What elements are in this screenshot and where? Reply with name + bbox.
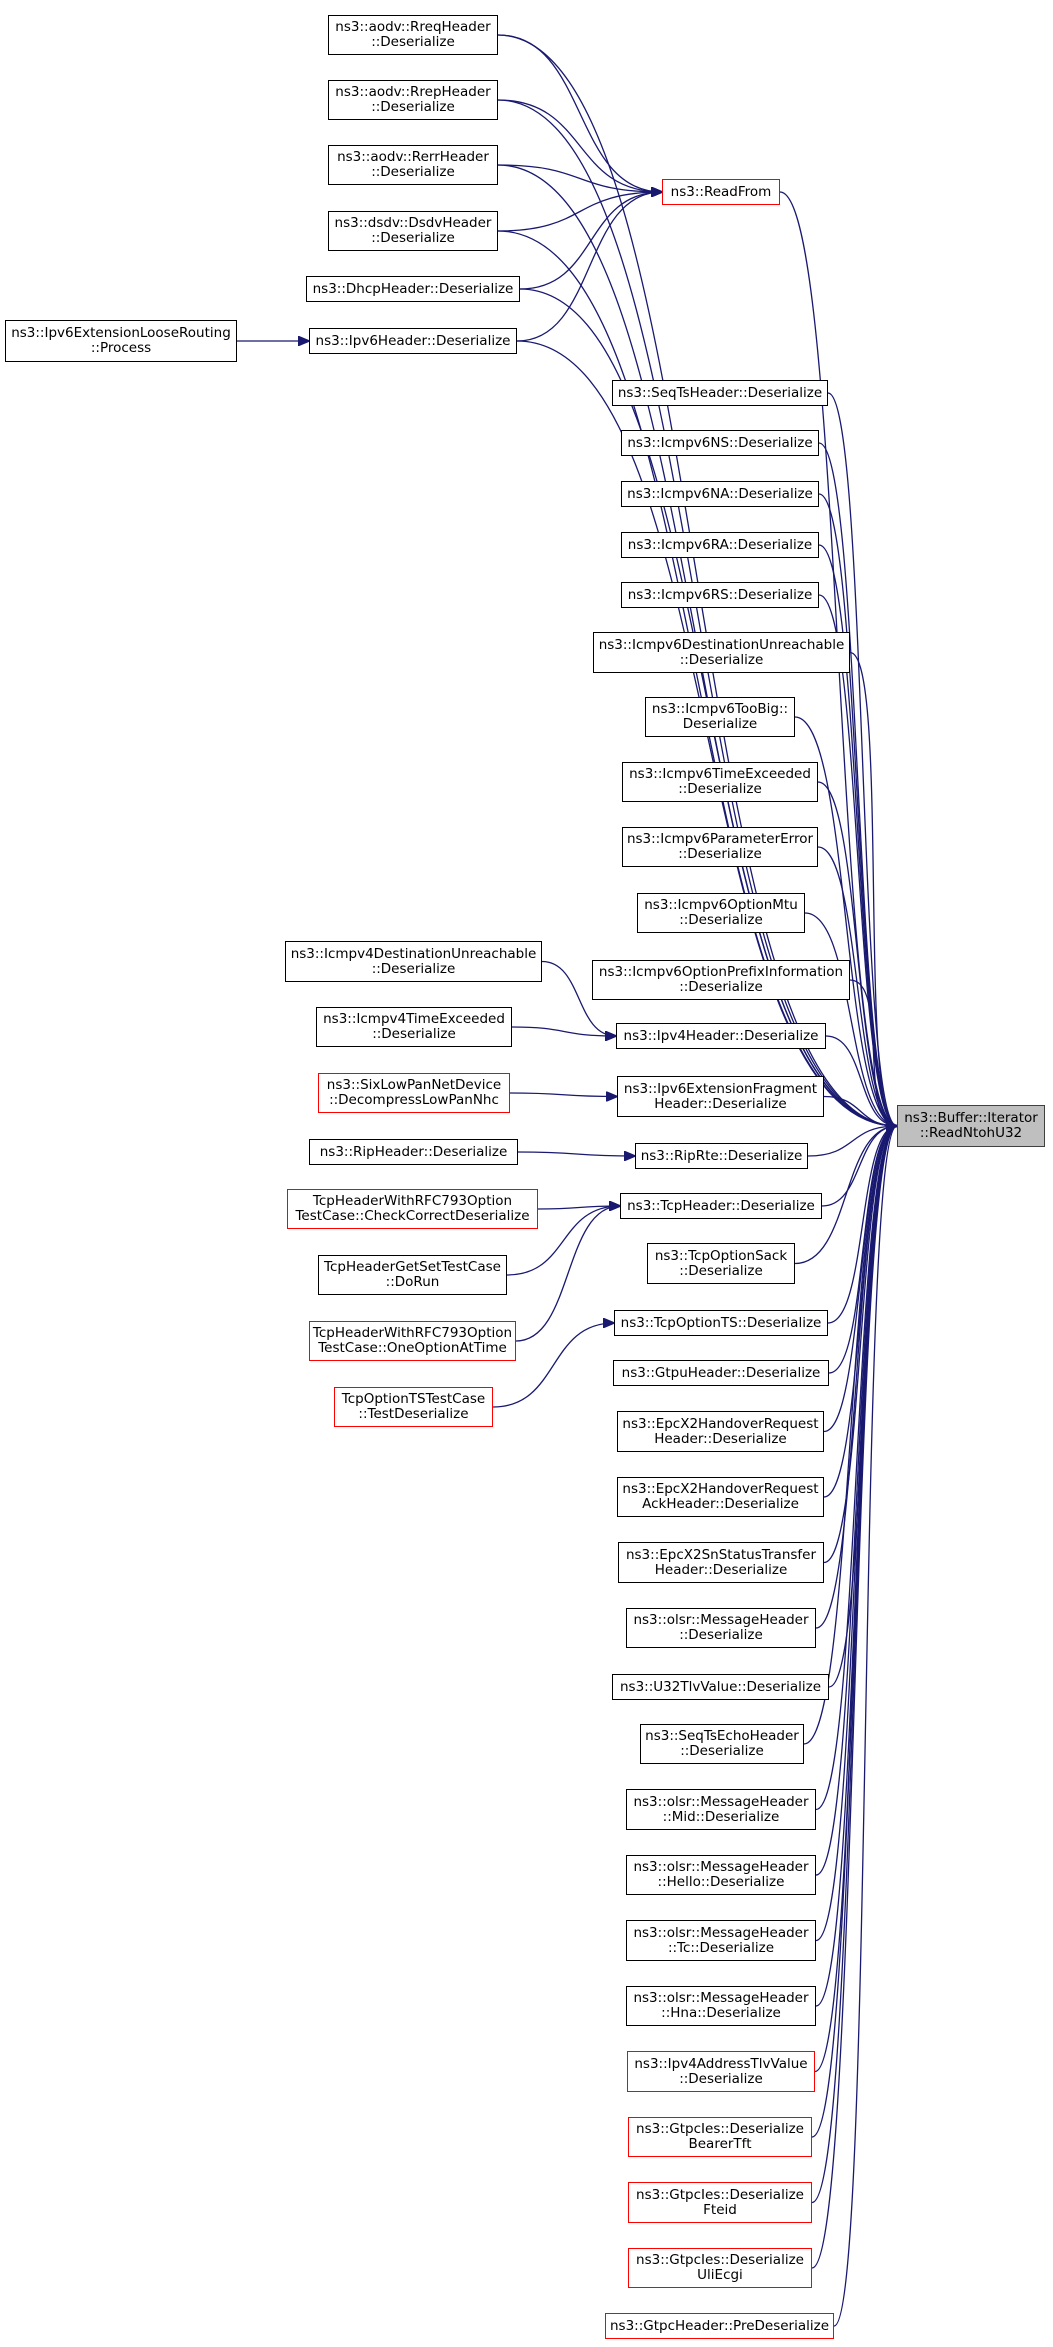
edge-icmpv6-param-error-to-readntohu32 [817, 846, 897, 1126]
edge-ipv6-header-to-readfrom [516, 192, 662, 342]
edge-seqts-to-readntohu32 [827, 392, 897, 1126]
node-rip-rte[interactable]: ns3::RipRte::Deserialize [635, 1143, 808, 1169]
node-tcp-option-sack[interactable]: ns3::TcpOptionSack ::Deserialize [647, 1243, 795, 1284]
node-gtpc-pre[interactable]: ns3::GtpcHeader::PreDeserialize [605, 2313, 834, 2339]
edge-olsr-hello-to-readntohu32 [815, 1126, 897, 1876]
node-ipv4-header[interactable]: ns3::Ipv4Header::Deserialize [616, 1023, 826, 1049]
edge-aodv-rreq-to-readfrom [497, 34, 662, 192]
node-rip-header[interactable]: ns3::RipHeader::Deserialize [309, 1139, 518, 1165]
edge-olsr-tc-to-readntohu32 [815, 1126, 897, 1942]
edge-tcp-rfc793-check-to-tcp-header [537, 1206, 620, 1209]
node-epc-ho-req[interactable]: ns3::EpcX2HandoverRequest Header::Deseri… [617, 1411, 824, 1452]
node-icmpv6ra[interactable]: ns3::Icmpv6RA::Deserialize [621, 532, 819, 558]
node-readntohu32: ns3::Buffer::Iterator ::ReadNtohU32 [897, 1105, 1045, 1147]
node-olsr-hna[interactable]: ns3::olsr::MessageHeader ::Hna::Deserial… [626, 1986, 816, 2026]
edge-dsdv-to-readfrom [497, 192, 662, 232]
edge-gtpc-pre-to-readntohu32 [833, 1126, 897, 2327]
edge-icmpv6-option-mtu-to-readntohu32 [804, 912, 897, 1126]
edge-epc-ho-req-to-readntohu32 [823, 1126, 897, 1433]
edge-rip-header-to-rip-rte [517, 1152, 635, 1156]
edge-icmpv6rs-to-readntohu32 [818, 594, 897, 1126]
edge-icmpv6-time-exceeded-to-readntohu32 [817, 781, 897, 1126]
edge-icmpv4-time-exceeded-to-ipv4-header [511, 1026, 616, 1036]
node-icmpv6ns[interactable]: ns3::Icmpv6NS::Deserialize [621, 430, 819, 456]
edge-ipv4-header-to-readntohu32 [825, 1035, 897, 1126]
edge-aodv-rerr-to-readfrom [497, 164, 662, 192]
node-seqts-echo[interactable]: ns3::SeqTsEchoHeader ::Deserialize [640, 1724, 804, 1764]
edge-rip-rte-to-readntohu32 [807, 1126, 897, 1157]
edge-gtpc-bearer-tft-to-readntohu32 [811, 1126, 897, 2138]
node-icmpv6-option-prefix[interactable]: ns3::Icmpv6OptionPrefixInformation ::Des… [592, 960, 850, 1000]
node-icmpv6-toobig[interactable]: ns3::Icmpv6TooBig:: Deserialize [645, 697, 795, 737]
edge-gtpc-fteid-to-readntohu32 [811, 1126, 897, 2204]
node-gtpc-bearer-tft[interactable]: ns3::GtpcIes::Deserialize BearerTft [628, 2117, 812, 2157]
node-ipv4-addr-tlv[interactable]: ns3::Ipv4AddressTlvValue ::Deserialize [627, 2051, 815, 2092]
node-readfrom[interactable]: ns3::ReadFrom [662, 179, 780, 205]
node-epc-ho-req-ack[interactable]: ns3::EpcX2HandoverRequest AckHeader::Des… [617, 1477, 824, 1517]
edge-icmpv6ns-to-readntohu32 [818, 442, 897, 1126]
node-epc-sn-status[interactable]: ns3::EpcX2SnStatusTransfer Header::Deser… [618, 1542, 824, 1583]
edge-icmpv6-dest-unreach-to-readntohu32 [849, 651, 897, 1127]
node-tcp-rfc793-check[interactable]: TcpHeaderWithRFC793Option TestCase::Chec… [287, 1189, 538, 1229]
node-ipv6-ext-frag[interactable]: ns3::Ipv6ExtensionFragment Header::Deser… [617, 1076, 824, 1117]
node-olsr-mid[interactable]: ns3::olsr::MessageHeader ::Mid::Deserial… [626, 1789, 816, 1830]
node-tcp-option-ts-test[interactable]: TcpOptionTSTestCase ::TestDeserialize [334, 1387, 493, 1427]
node-sixlowpan[interactable]: ns3::SixLowPanNetDevice ::DecompressLowP… [318, 1073, 510, 1113]
edge-seqts-echo-to-readntohu32 [803, 1126, 897, 1745]
node-dhcp[interactable]: ns3::DhcpHeader::Deserialize [306, 276, 520, 302]
edge-olsr-mid-to-readntohu32 [815, 1126, 897, 1811]
node-gtpc-uli[interactable]: ns3::GtpcIes::Deserialize UliEcgi [628, 2248, 812, 2288]
edge-dsdv-to-readntohu32 [497, 230, 897, 1126]
edge-tcp-option-ts-to-readntohu32 [827, 1126, 897, 1324]
edge-aodv-rrep-to-readntohu32 [497, 99, 897, 1126]
edge-sixlowpan-to-ipv6-ext-frag [509, 1093, 617, 1097]
node-icmpv4-time-exceeded[interactable]: ns3::Icmpv4TimeExceeded ::Deserialize [316, 1007, 512, 1047]
edge-aodv-rreq-to-readntohu32 [497, 34, 897, 1126]
node-aodv-rrep[interactable]: ns3::aodv::RrepHeader ::Deserialize [328, 80, 498, 120]
node-icmpv6-param-error[interactable]: ns3::Icmpv6ParameterError ::Deserialize [622, 827, 818, 867]
edge-tcp-rfc793-one-to-tcp-header [515, 1206, 620, 1342]
node-icmpv6-dest-unreach[interactable]: ns3::Icmpv6DestinationUnreachable ::Dese… [593, 632, 850, 673]
edge-gtpu-to-readntohu32 [828, 1126, 897, 1374]
edge-aodv-rrep-to-readfrom [497, 99, 662, 192]
node-u32tlv[interactable]: ns3::U32TlvValue::Deserialize [612, 1674, 829, 1700]
node-olsr-tc[interactable]: ns3::olsr::MessageHeader ::Tc::Deseriali… [626, 1920, 816, 1961]
node-gtpc-fteid[interactable]: ns3::GtpcIes::Deserialize Fteid [628, 2182, 812, 2223]
edge-icmpv6na-to-readntohu32 [818, 493, 897, 1126]
node-dsdv[interactable]: ns3::dsdv::DsdvHeader ::Deserialize [328, 211, 498, 251]
node-icmpv6-time-exceeded[interactable]: ns3::Icmpv6TimeExceeded ::Deserialize [622, 762, 818, 802]
node-seqts[interactable]: ns3::SeqTsHeader::Deserialize [612, 380, 828, 406]
node-icmpv4-dest-unreach[interactable]: ns3::Icmpv4DestinationUnreachable ::Dese… [285, 941, 542, 982]
node-olsr-hello[interactable]: ns3::olsr::MessageHeader ::Hello::Deseri… [626, 1855, 816, 1895]
node-icmpv6na[interactable]: ns3::Icmpv6NA::Deserialize [621, 481, 819, 507]
edge-dhcp-to-readfrom [519, 192, 662, 290]
edge-gtpc-uli-to-readntohu32 [811, 1126, 897, 2269]
edge-tcp-option-ts-test-to-tcp-option-ts [492, 1323, 614, 1408]
node-icmpv6-option-mtu[interactable]: ns3::Icmpv6OptionMtu ::Deserialize [637, 893, 805, 933]
edge-icmpv6ra-to-readntohu32 [818, 544, 897, 1126]
node-ipv6-ext-loose[interactable]: ns3::Ipv6ExtensionLooseRouting ::Process [5, 320, 237, 362]
node-icmpv6rs[interactable]: ns3::Icmpv6RS::Deserialize [621, 582, 819, 608]
node-olsr-msg[interactable]: ns3::olsr::MessageHeader ::Deserialize [626, 1608, 816, 1648]
edge-olsr-msg-to-readntohu32 [815, 1126, 897, 1629]
edge-tcp-option-sack-to-readntohu32 [794, 1126, 897, 1265]
edge-tcp-getset-to-tcp-header [506, 1206, 620, 1276]
node-aodv-rerr[interactable]: ns3::aodv::RerrHeader ::Deserialize [328, 145, 498, 185]
node-tcp-option-ts[interactable]: ns3::TcpOptionTS::Deserialize [614, 1310, 828, 1336]
node-tcp-header[interactable]: ns3::TcpHeader::Deserialize [620, 1193, 822, 1219]
node-ipv6-header[interactable]: ns3::Ipv6Header::Deserialize [309, 328, 517, 354]
node-gtpu[interactable]: ns3::GtpuHeader::Deserialize [613, 1360, 829, 1386]
edge-ipv6-ext-frag-to-readntohu32 [823, 1095, 897, 1127]
edge-icmpv6-toobig-to-readntohu32 [794, 716, 897, 1126]
node-tcp-getset[interactable]: TcpHeaderGetSetTestCase ::DoRun [318, 1255, 507, 1295]
node-tcp-rfc793-one[interactable]: TcpHeaderWithRFC793Option TestCase::OneO… [309, 1321, 516, 1361]
edge-icmpv4-dest-unreach-to-ipv4-header [541, 960, 616, 1037]
edge-icmpv6-option-prefix-to-readntohu32 [849, 979, 897, 1126]
node-aodv-rreq[interactable]: ns3::aodv::RreqHeader ::Deserialize [328, 15, 498, 55]
